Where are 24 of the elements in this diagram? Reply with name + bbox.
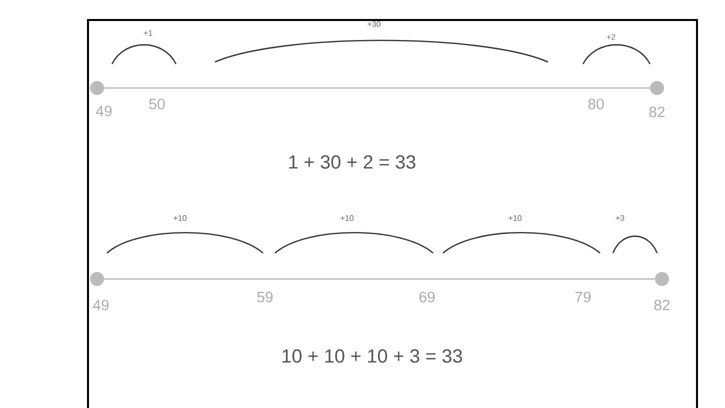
end-dot	[650, 81, 664, 95]
tick-number: 80	[588, 98, 604, 110]
equation: 10 + 10 + 10 + 3 = 33	[282, 349, 462, 363]
jump-label: +10	[340, 215, 354, 221]
tick-number: 50	[149, 98, 165, 110]
tick-number: 49	[96, 106, 112, 116]
jump-label: +10	[174, 215, 186, 221]
end-dot	[655, 272, 669, 286]
tick-number: 79	[575, 292, 591, 302]
jump-label: +30	[368, 21, 380, 27]
tick-number: 59	[257, 292, 273, 302]
jump-label: +2	[606, 34, 616, 40]
number-line	[104, 87, 650, 89]
tick-number: 49	[93, 300, 109, 310]
end-dot	[90, 81, 104, 95]
tick-number: 82	[649, 106, 665, 118]
tick-number: 69	[419, 292, 435, 302]
jump-label: +10	[508, 215, 522, 221]
equation: 1 + 30 + 2 = 33	[289, 155, 416, 169]
jump-label: +3	[616, 215, 624, 221]
tick-number: 82	[654, 300, 670, 310]
end-dot	[90, 272, 104, 286]
number-line	[104, 278, 655, 280]
jump-label: +1	[144, 30, 152, 36]
